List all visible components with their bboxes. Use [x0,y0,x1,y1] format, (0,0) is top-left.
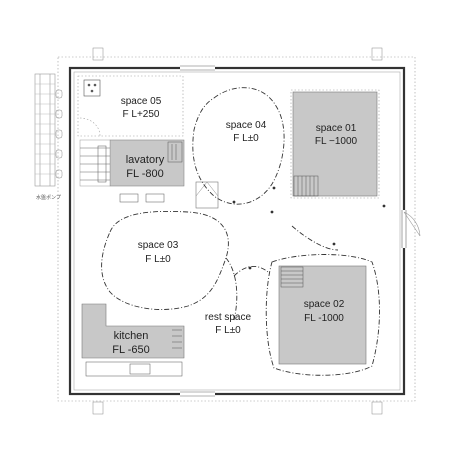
svg-text:kitchen: kitchen [114,330,149,342]
svg-text:F L±0: F L±0 [215,325,241,336]
terrace-slats [35,83,55,175]
space04-label: space 04 F L±0 [226,120,267,144]
left-terrace [34,73,56,187]
svg-text:FL -800: FL -800 [126,168,164,180]
corridor-curve-2 [225,257,238,321]
corridor-curve [291,225,339,251]
door-swing [403,211,421,237]
space01-label: space 01 FL −1000 [315,123,358,147]
space05-step-arc [79,117,101,137]
lavatory-label: lavatory FL -800 [126,154,165,180]
svg-text:F L+250: F L+250 [123,109,160,120]
svg-text:FL -650: FL -650 [112,344,150,356]
space01-floor [292,91,378,197]
space03-outline [101,210,229,310]
svg-text:rest space: rest space [205,312,252,323]
svg-text:F L±0: F L±0 [233,133,259,144]
space02-label: space 02 FL -1000 [304,299,345,324]
space05-planter [83,79,101,97]
kitchen-counter [85,329,183,377]
space04-outline [192,87,285,205]
lavatory-stair [79,139,111,187]
space05-label: space 05 F L+250 [121,96,162,120]
space02-floor [278,265,367,365]
space02-stair [280,266,304,288]
svg-text:space 04: space 04 [226,120,267,131]
shaft-box [195,181,219,209]
inner-wall [73,71,401,391]
kitchen-label: kitchen FL -650 [112,330,150,356]
svg-text:space 01: space 01 [316,123,357,134]
side-tag: 水盤ポンプ [36,194,61,201]
space03-label: space 03 F L±0 [138,240,179,265]
rest-space-outline [233,266,269,277]
svg-text:lavatory: lavatory [126,154,165,166]
columns [92,47,383,415]
lavatory-floor [109,139,185,187]
space01-stair [293,175,319,197]
space02-outline [265,254,380,376]
marker-dots [232,186,386,270]
svg-text:FL -1000: FL -1000 [304,313,344,324]
rest-space-label: rest space F L±0 [205,312,252,336]
kitchen-floor [81,303,185,359]
svg-text:space 05: space 05 [121,96,162,107]
svg-text:FL −1000: FL −1000 [315,136,358,147]
svg-text:F L±0: F L±0 [145,254,171,265]
space05-area [77,75,184,137]
svg-text:space 03: space 03 [138,240,179,251]
svg-text:space 02: space 02 [304,299,345,310]
lavatory-fixtures [119,141,183,203]
terrace-posts [55,89,63,179]
